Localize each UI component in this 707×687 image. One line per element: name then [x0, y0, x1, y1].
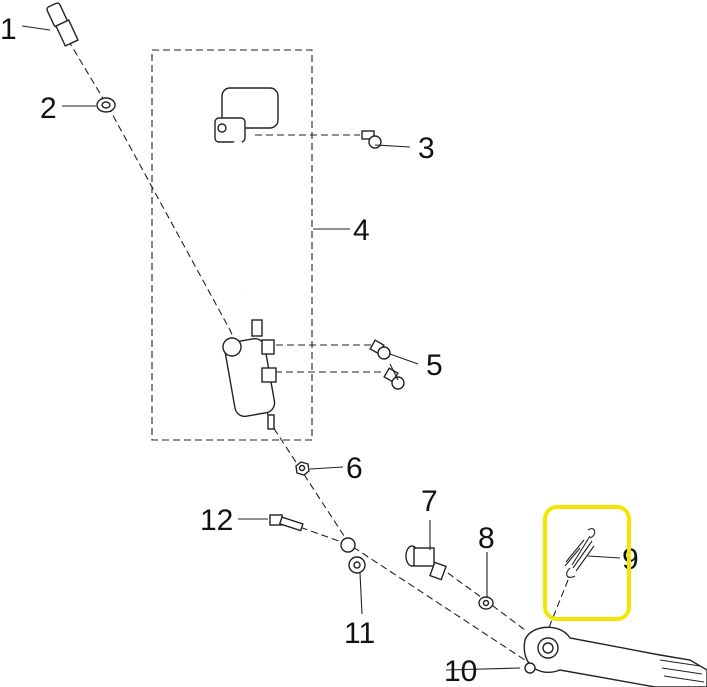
part-10-brake-pedal[interactable]: [523, 626, 707, 687]
callout-3: 3: [418, 132, 435, 165]
axis-line-5: [265, 344, 385, 373]
callout-6: 6: [346, 452, 363, 485]
callout-2: 2: [40, 92, 57, 125]
callout-4: 4: [353, 214, 370, 247]
callout-11: 11: [344, 617, 375, 650]
callout-1: 1: [0, 13, 17, 46]
part-12-bolt[interactable]: [269, 514, 304, 532]
part-8-washer[interactable]: [478, 596, 494, 610]
highlight-box-part-9: [543, 505, 631, 621]
axis-line: [67, 39, 526, 661]
part-9-spring[interactable]: [564, 528, 596, 578]
callout-5: 5: [426, 349, 443, 382]
part-11-clevis[interactable]: [340, 537, 366, 574]
leader-lines: [21, 25, 621, 671]
part-5-bolts[interactable]: [369, 339, 405, 390]
part-2-washer[interactable]: [96, 97, 116, 113]
part-4-master-cylinder-assembly[interactable]: [202, 87, 279, 430]
assembly-group-box: [151, 49, 313, 441]
axis-line-9: [547, 579, 569, 631]
part-7-pivot-bolt[interactable]: [405, 545, 447, 581]
callout-7: 7: [421, 485, 438, 518]
callout-8: 8: [478, 522, 495, 555]
callout-10: 10: [444, 655, 477, 687]
part-6-nut[interactable]: [295, 461, 310, 476]
callout-12: 12: [200, 504, 233, 537]
part-1-switch[interactable]: [46, 2, 79, 47]
